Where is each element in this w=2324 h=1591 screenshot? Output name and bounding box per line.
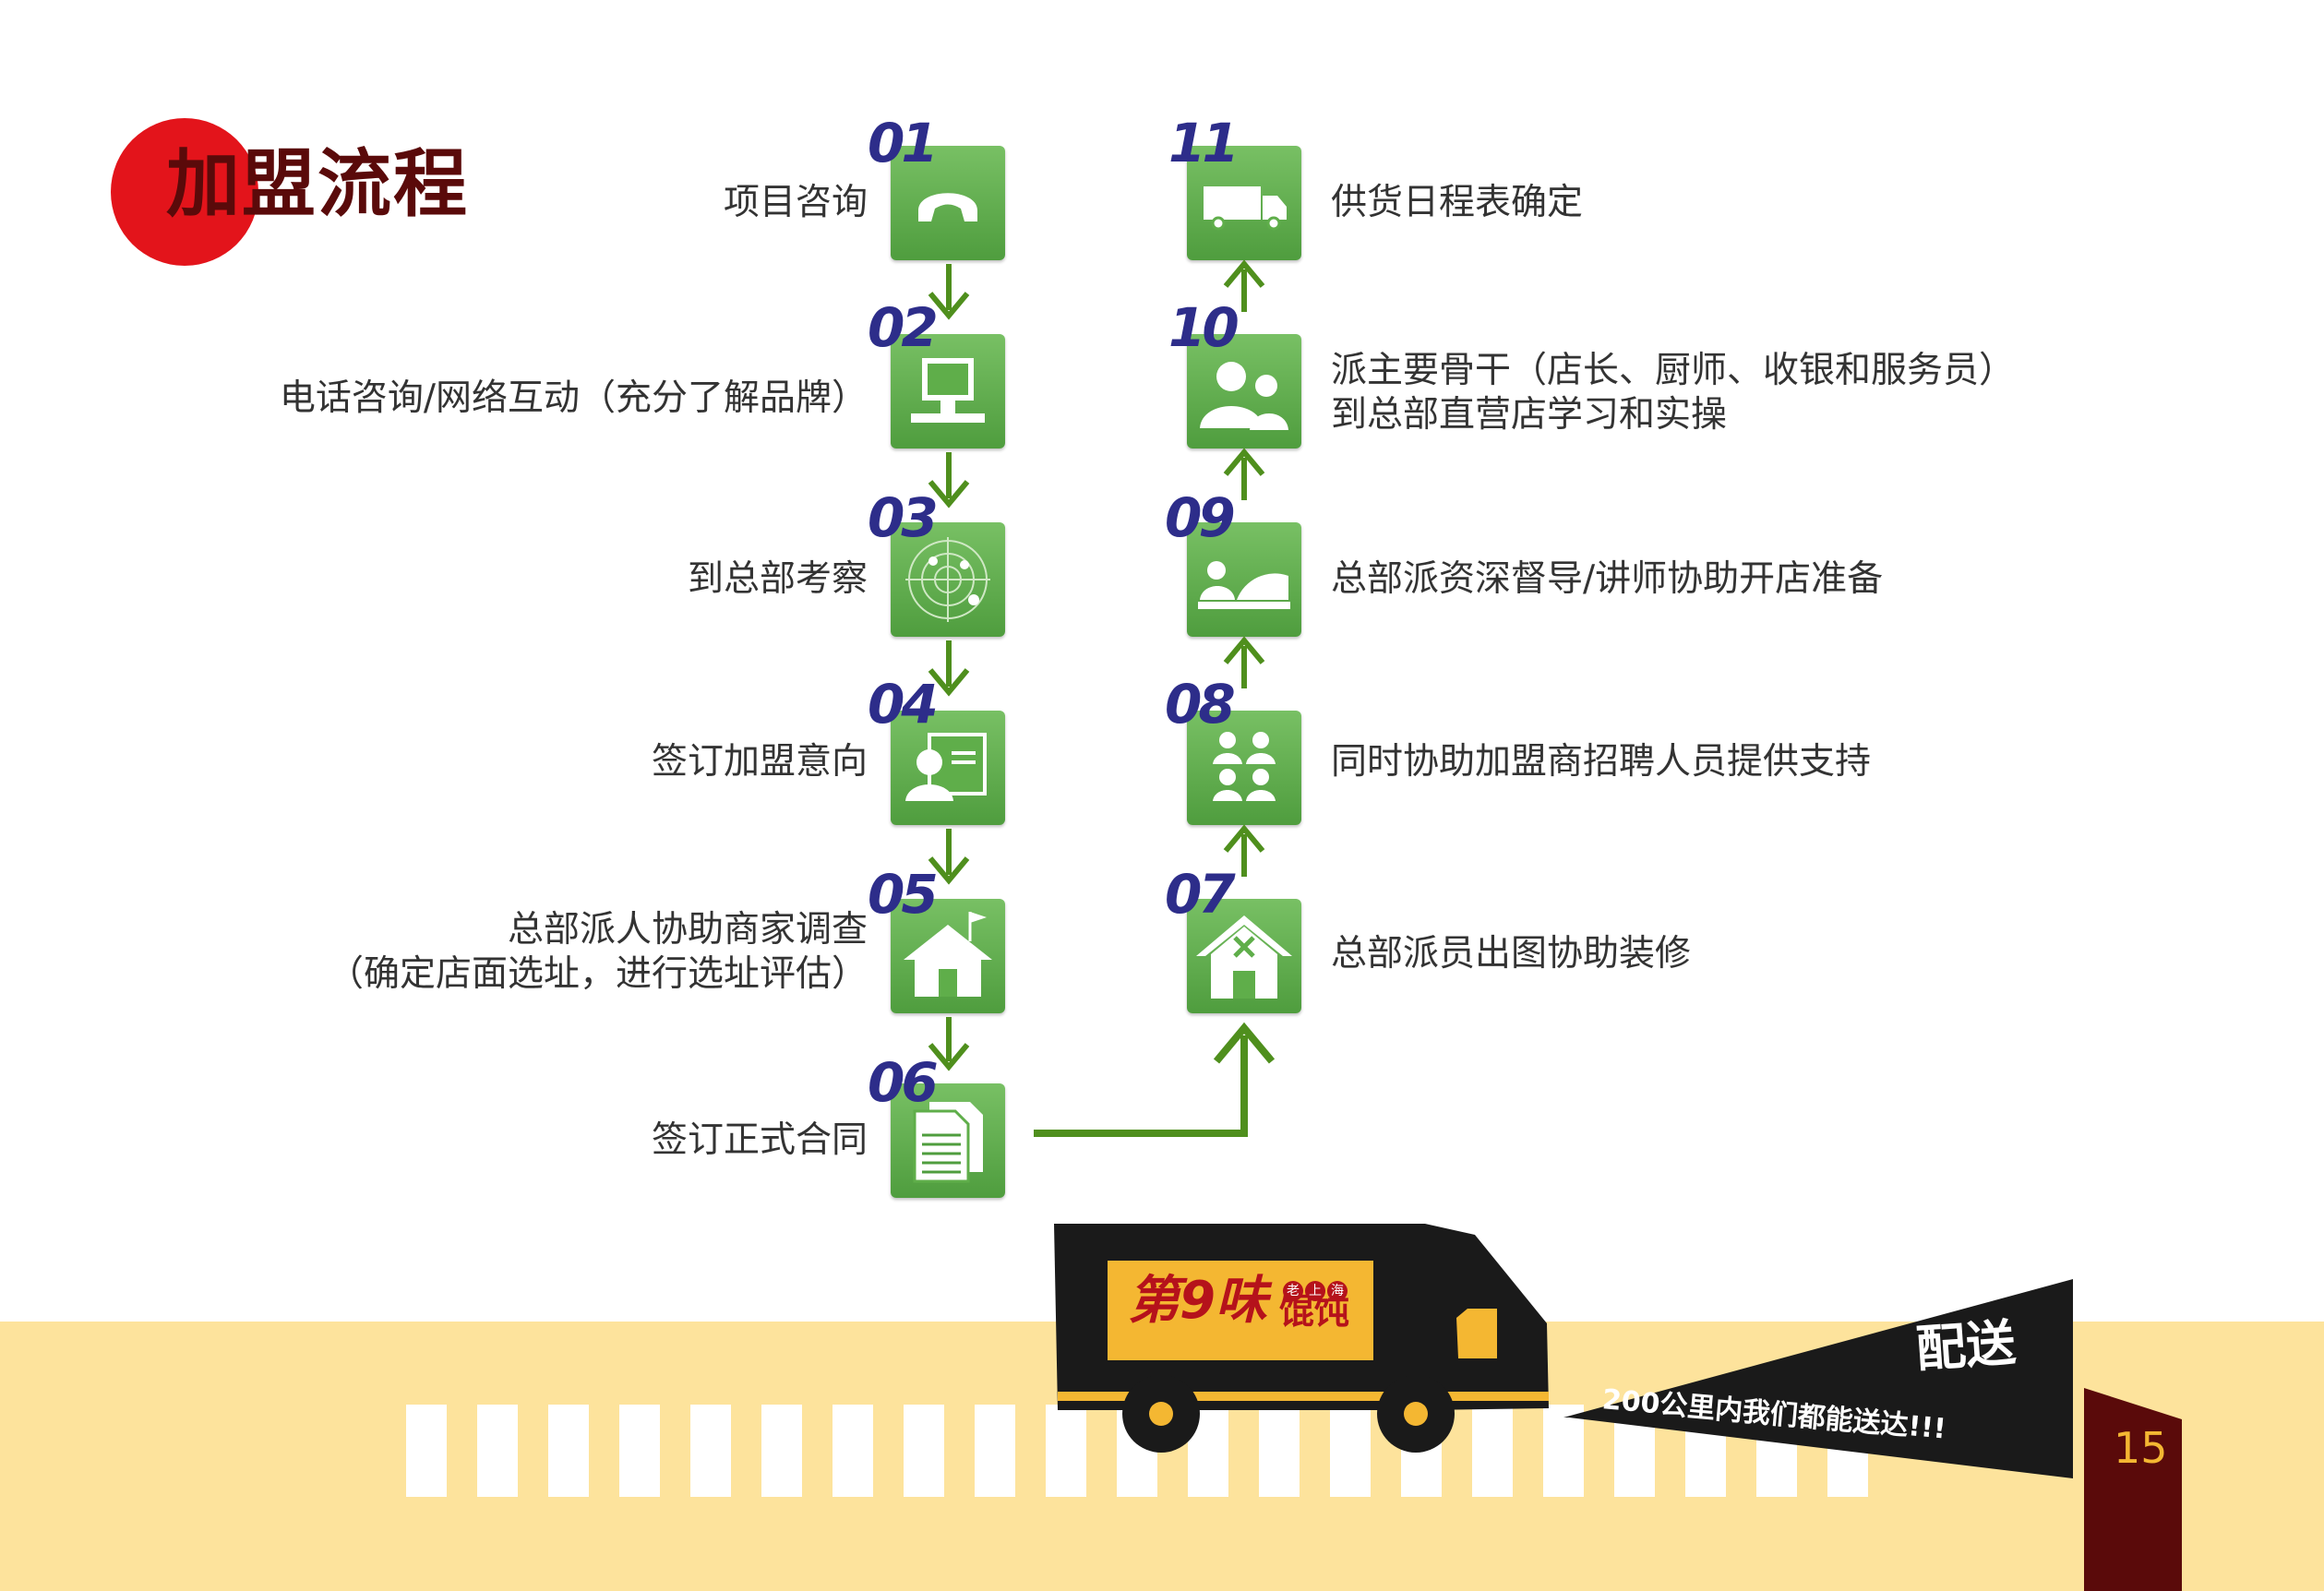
step-number-01: 01 [868,112,939,174]
flow-arrows [928,259,1276,1137]
crosswalk-stripe [548,1405,589,1497]
step-10-label-line2: 到总部直营店学习和实操 [1331,394,1728,436]
step-05-label-line1: 总部派人协助商家调查 [507,909,868,951]
step-number-06: 06 [868,1051,939,1114]
page-title: 加盟流程 [166,141,469,227]
step-11-label: 供货日程表确定 [1331,182,1584,223]
crosswalk-stripe [904,1405,944,1497]
arrow-connector-06-07 [1034,1022,1276,1137]
step-number-09: 09 [1165,486,1236,549]
crosswalk-stripe [1543,1405,1584,1497]
team-icon [1200,362,1288,430]
people-group-icon [1213,732,1276,801]
delivery-truck [1054,1224,1549,1453]
title-badge [111,118,258,266]
step-07-icon-box [1187,899,1301,1013]
id-card-icon [905,733,987,801]
megaphone-banner [1563,1279,2073,1478]
step-02-icon-box [891,334,1005,449]
badge-char-3: 海 [1327,1281,1348,1301]
step-number-05: 05 [868,863,939,926]
arrow-down-03-04 [928,640,970,697]
step-number-02: 02 [868,296,939,359]
crosswalk-stripe [1259,1405,1300,1497]
step-02-label: 电话咨询/网络互动（充分了解品牌） [279,377,868,419]
step-06-label: 签订正式合同 [651,1119,868,1161]
step-07-label: 总部派员出图协助装修 [1331,933,1692,975]
step-number-07: 07 [1165,863,1236,926]
lecturer-icon [1198,561,1290,609]
crosswalk-stripe [477,1405,518,1497]
truck-brand-name: 第9味 [1128,1271,1267,1331]
phone-icon [918,193,977,221]
crosswalk-stripe [975,1405,1015,1497]
page-number-tab [2084,1388,2182,1591]
step-08-icon-box [1187,711,1301,825]
step-05-icon-box [891,899,1005,1013]
badge-char-2: 上 [1305,1281,1325,1301]
step-01-label: 项目咨询 [723,182,868,223]
radar-icon [905,537,990,622]
house-tools-icon [1196,915,1292,999]
step-04-icon-box [891,711,1005,825]
crosswalk-stripe [833,1405,873,1497]
house-flag-icon [904,912,992,997]
arrow-up-07-08 [1223,824,1265,877]
delivery-title: 配送 [1913,1313,2019,1379]
crosswalk-stripe [406,1405,447,1497]
arrow-up-10-11 [1223,259,1265,312]
crosswalk-stripe [1472,1405,1513,1497]
truck-brand-badge: 老 上 海 [1283,1281,1348,1301]
step-01-icon-box [891,146,1005,260]
page-number: 15 [2114,1423,2168,1473]
arrow-up-09-10 [1223,448,1265,500]
step-05-label-line2: （确定店面选址，进行选址评估） [327,953,868,995]
document-icon [913,1102,983,1183]
arrow-down-01-02 [928,264,970,320]
step-06-icon-box [891,1083,1005,1198]
arrow-down-02-03 [928,452,970,508]
step-11-icon-box [1187,146,1301,260]
step-10-icon-box [1187,334,1301,449]
arrow-down-04-05 [928,829,970,885]
crosswalk-stripe [1330,1405,1371,1497]
step-number-08: 08 [1165,673,1236,736]
arrow-down-05-06 [928,1017,970,1071]
crosswalk-stripe [1046,1405,1086,1497]
truck-icon [1204,186,1287,231]
step-03-label: 到总部考察 [687,558,868,600]
step-number-04: 04 [868,673,939,736]
step-09-label: 总部派资深督导/讲师协助开店准备 [1331,558,1884,600]
arrow-up-08-09 [1223,636,1265,688]
crosswalk-stripe [619,1405,660,1497]
crosswalk-stripe [690,1405,731,1497]
step-03-icon-box [891,522,1005,637]
step-04-label: 签订加盟意向 [651,741,868,783]
badge-char-1: 老 [1283,1281,1303,1301]
step-number-03: 03 [868,486,939,549]
computer-icon [911,358,985,423]
step-number-11: 11 [1168,112,1240,174]
crosswalk-stripe [761,1405,802,1497]
step-number-10: 10 [1168,296,1240,359]
step-10-label-line1: 派主要骨干（店长、厨师、收银和服务员） [1331,350,2016,391]
step-08-label: 同时协助加盟商招聘人员提供支持 [1331,741,1872,783]
step-09-icon-box [1187,522,1301,637]
